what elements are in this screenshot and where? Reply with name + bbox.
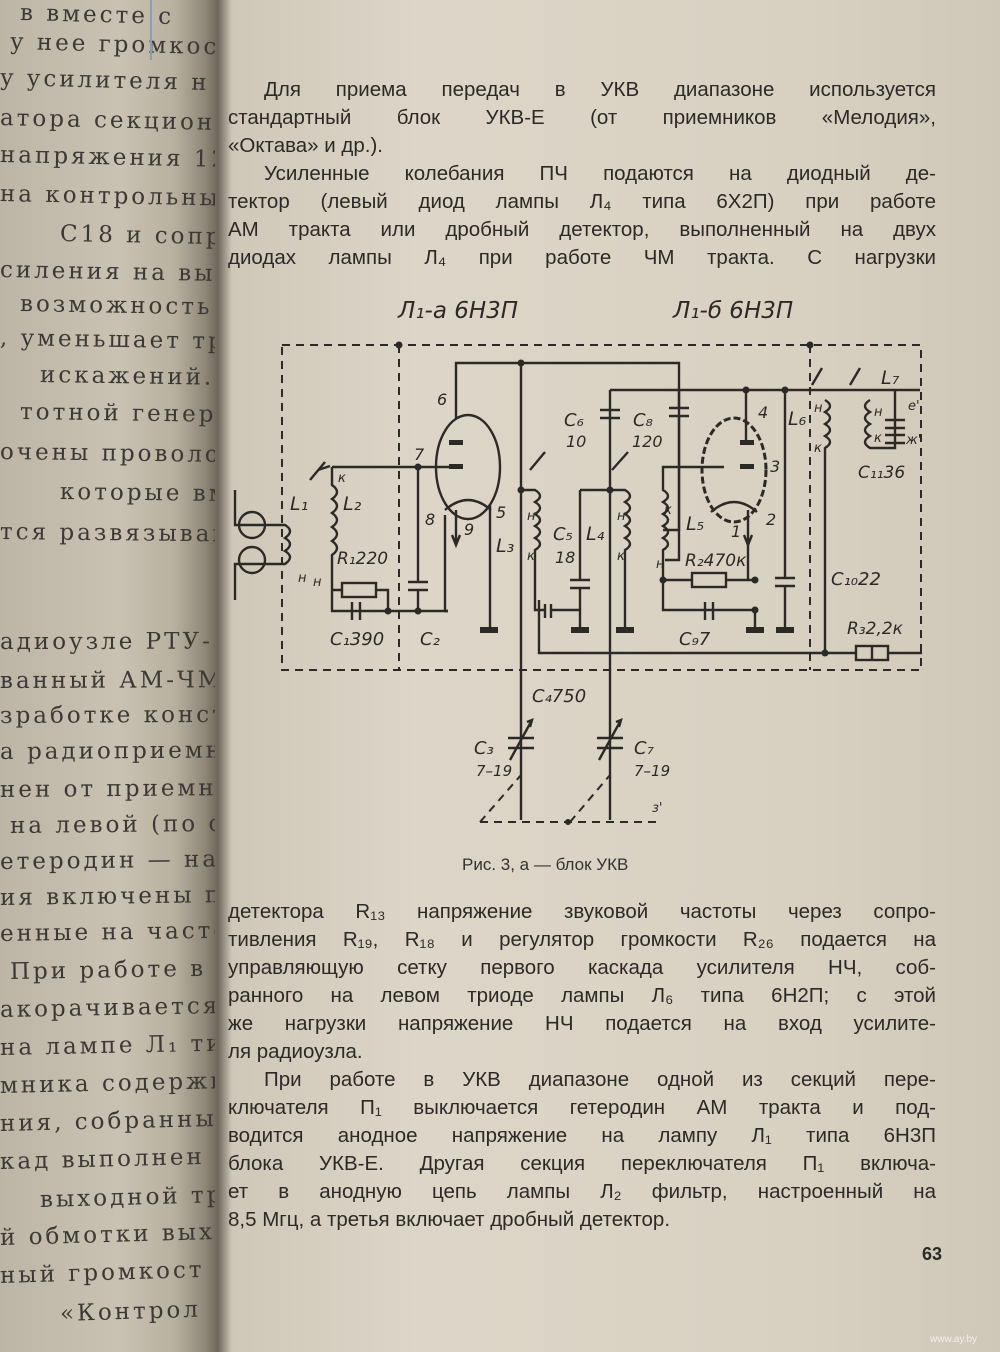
l3-label: L₃ (496, 535, 514, 557)
text-line: ет в анодную цепь лампы Л₂ фильтр, настр… (228, 1180, 936, 1203)
pin-label: 5 (496, 503, 506, 522)
terminal-label: н (313, 575, 322, 590)
c11-label: C₁₁36 (858, 463, 905, 483)
text-line: стандартный блок УКВ-Е (от приемников «М… (228, 106, 936, 129)
pin-label: 2 (766, 510, 776, 529)
text-line: диодах лампы Л₄ при работе ЧМ тракта. С … (228, 246, 936, 269)
c2-label: C₂ (420, 629, 440, 650)
c8-label: C₈ (633, 410, 653, 431)
l5-label: L₅ (686, 513, 704, 535)
text-line: же нагрузки напряжение НЧ подается на вх… (228, 1012, 936, 1035)
text-line: Для приема передач в УКВ диапазоне испол… (264, 78, 936, 101)
text-line: АМ тракта или дробный детектор, выполнен… (228, 218, 936, 241)
r3-label: R₃2,2к (847, 619, 904, 639)
text-line: блока УКВ-Е. Другая секция переключателя… (228, 1152, 936, 1175)
pin-label: 4 (758, 403, 768, 422)
text-line: 8,5 Мгц, а третья включает дробный детек… (228, 1208, 671, 1231)
pin-label: 1 (731, 522, 741, 541)
page-number: 63 (922, 1244, 943, 1264)
c9-label: C₉7 (679, 629, 711, 650)
text-line: водится анодное напряжение на лампу Л₁ т… (228, 1124, 936, 1147)
pin-label: 6 (437, 390, 447, 409)
l4-label: L₄ (586, 523, 605, 545)
c1-label: C₁390 (330, 629, 384, 650)
tube-a-label: Л₁-а 6Н3П (397, 298, 518, 324)
terminal-label: к (527, 549, 535, 564)
c6-value: 10 (566, 432, 586, 451)
terminal-label: н (874, 405, 883, 420)
text-line: тивления R₁₉, R₁₈ и регулятор громкости … (228, 928, 936, 951)
c7-label: C₇ (634, 738, 655, 759)
text-line: тектор (левый диод лампы Л₄ типа 6Х2П) п… (228, 190, 936, 213)
pin-label: 3 (770, 457, 780, 476)
text-line: ранного на левом триоде лампы Л₆ типа 6Н… (228, 984, 936, 1007)
text-line: управляющую сетку первого каскада усилит… (228, 956, 936, 979)
figure-caption: Рис. 3, а — блок УКВ (462, 855, 629, 874)
text-line: ля радиоузла. (228, 1040, 363, 1063)
terminal-label: н (298, 571, 307, 586)
l6-label: L₆ (788, 408, 807, 430)
text-line: ключателя П₁ выключается гетеродин АМ тр… (228, 1096, 936, 1119)
terminal-label: к (664, 503, 672, 518)
c3-value: 7–19 (476, 762, 512, 780)
tube-b-label: Л₁-б 6Н3П (672, 298, 793, 324)
c8-value: 120 (632, 432, 663, 451)
r1-label: R₁220 (337, 549, 388, 569)
terminal-label: к (338, 471, 346, 486)
terminal-label: к (617, 549, 625, 564)
c4-label: C₄750 (532, 686, 586, 707)
c5-label: C₅ (553, 524, 573, 545)
c10-label: C₁₀22 (831, 569, 881, 590)
terminal-label: к (814, 441, 822, 456)
pin-label: 9 (464, 520, 474, 539)
text-line: При работе в УКВ диапазоне одной из секц… (264, 1068, 936, 1091)
l1-label: L₁ (290, 493, 308, 515)
terminal-label: ж' (905, 433, 921, 448)
text-line: Усиленные колебания ПЧ подаются на диодн… (264, 162, 936, 185)
terminal-label: з' (652, 801, 663, 816)
terminal-label: к (874, 431, 882, 446)
pin-label: 8 (425, 510, 435, 529)
terminal-label: н (814, 401, 823, 416)
terminal-label: н (617, 509, 626, 524)
c5-value: 18 (555, 548, 575, 567)
bookmark-ribbon (150, 0, 152, 60)
c7-value: 7–19 (634, 762, 670, 780)
paragraph-detector: детектора R₁₃ напряжение звуковой частот… (228, 898, 936, 1234)
paragraph-ukv-block: Для приема передач в УКВ диапазоне испол… (228, 76, 936, 272)
watermark: www.ay.by (930, 1334, 978, 1345)
terminal-label: е' (908, 399, 920, 414)
text-line: детектора R₁₃ напряжение звуковой частот… (228, 900, 936, 923)
terminal-label: н (656, 557, 665, 572)
c6-label: C₆ (564, 410, 584, 431)
text-line: «Октава» и др.). (228, 134, 383, 157)
pin-label: 7 (414, 445, 425, 464)
c3-label: C₃ (474, 738, 494, 759)
r2-label: R₂470к (685, 551, 747, 571)
terminal-label: н (527, 509, 536, 524)
l2-label: L₂ (343, 493, 362, 515)
l7-label: L₇ (881, 367, 900, 389)
